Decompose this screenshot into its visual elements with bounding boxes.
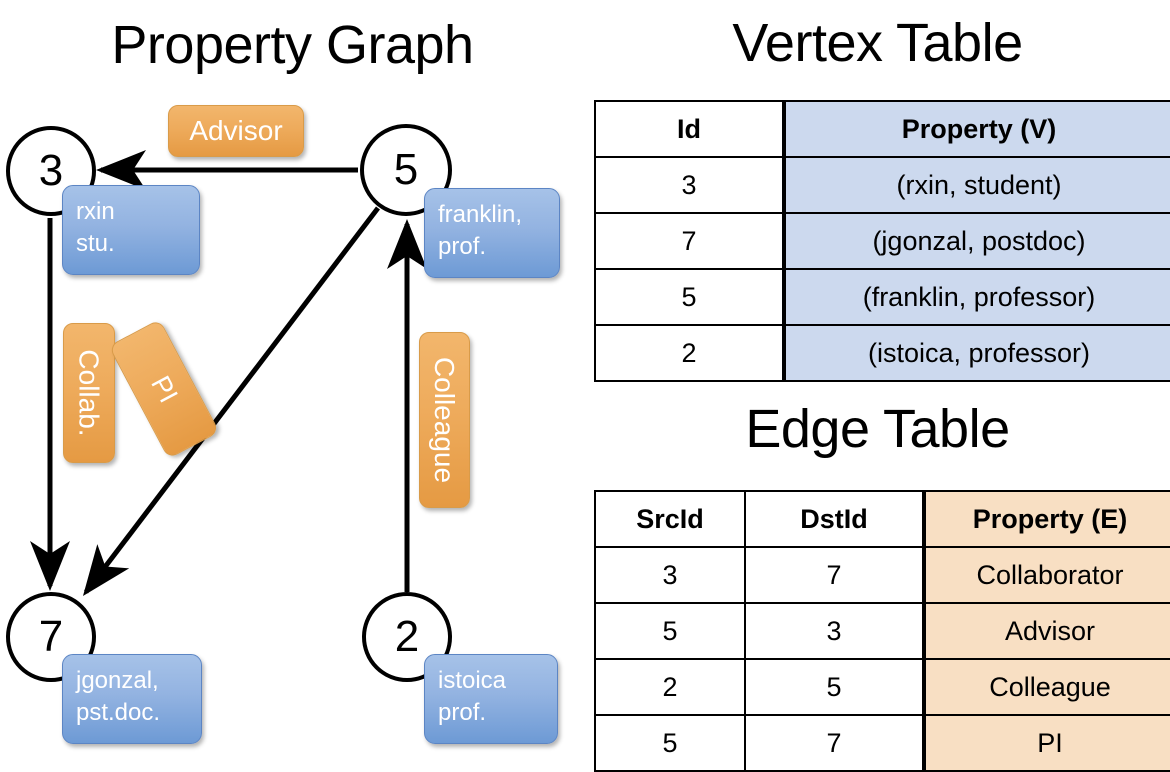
section-title-vertex-table: Vertex Table	[732, 13, 1023, 73]
table-row[interactable]: 2 5 Colleague	[594, 658, 1170, 716]
table-row[interactable]: 3 (rxin, student)	[594, 156, 1170, 214]
vertex-property-rxin-line2: stu.	[76, 229, 115, 257]
vertex-table-header-property: Property (V)	[782, 100, 1170, 158]
edge-cell-property: Collaborator	[922, 546, 1170, 604]
graph-node-5[interactable]: 5	[360, 124, 452, 216]
vertex-cell-id: 5	[594, 268, 785, 326]
edge-label-box-collaborator[interactable]: Collab.	[63, 323, 115, 463]
vertex-cell-property: (istoica, professor)	[782, 324, 1170, 382]
graph-node-3-label: 3	[38, 146, 64, 195]
edge-cell-property: Advisor	[922, 602, 1170, 660]
edge-cell-srcid: 2	[594, 658, 746, 716]
edge-table-header-dstid: DstId	[744, 490, 925, 548]
vertex-property-istoica-line2: prof.	[438, 698, 487, 726]
graph-node-7-label: 7	[38, 612, 64, 661]
table-row[interactable]: 2 (istoica, professor)	[594, 324, 1170, 382]
edge-table-header-property: Property (E)	[922, 490, 1170, 548]
edge-label-colleague-text: Colleague	[429, 356, 461, 484]
vertex-table-header-row: Id Property (V)	[594, 100, 1170, 158]
vertex-property-box-jgonzal[interactable]: jgonzal, pst.doc.	[62, 654, 202, 744]
table-row[interactable]: 7 (jgonzal, postdoc)	[594, 212, 1170, 270]
property-graph-diagram: 3 5 7 2 rxin stu. franklin, prof. jgonza…	[0, 0, 585, 760]
vertex-property-rxin-line1: rxin	[76, 198, 115, 225]
vertex-property-jgonzal-line2: pst.doc.	[76, 698, 161, 726]
vertex-cell-id: 3	[594, 156, 785, 214]
edge-cell-srcid: 3	[594, 546, 746, 604]
vertex-property-box-franklin[interactable]: franklin, prof.	[424, 188, 560, 278]
edge-label-box-colleague[interactable]: Colleague	[419, 332, 470, 508]
vertex-table-header-id: Id	[594, 100, 785, 158]
edge-label-pi-text: PI	[145, 370, 184, 408]
edge-cell-dstid: 7	[744, 714, 925, 772]
graph-node-2[interactable]: 2	[362, 592, 452, 682]
edge-cell-dstid: 5	[744, 658, 925, 716]
edge-table: SrcId DstId Property (E) 3 7 Collaborato…	[594, 490, 1170, 772]
edge-cell-srcid: 5	[594, 602, 746, 660]
vertex-property-istoica-line1: istoica	[438, 667, 507, 694]
edge-cell-property: Colleague	[922, 658, 1170, 716]
edge-pi-5-to-7	[82, 206, 380, 596]
vertex-cell-property: (rxin, student)	[782, 156, 1170, 214]
table-row[interactable]: 5 7 PI	[594, 714, 1170, 772]
edge-cell-srcid: 5	[594, 714, 746, 772]
vertex-cell-id: 7	[594, 212, 785, 270]
vertex-property-franklin-line2: prof.	[438, 232, 487, 260]
vertex-property-franklin-line1: franklin,	[438, 201, 523, 228]
edge-cell-dstid: 7	[744, 546, 925, 604]
vertex-property-jgonzal-line1: jgonzal,	[76, 667, 159, 694]
edge-cell-property: PI	[922, 714, 1170, 772]
table-row[interactable]: 3 7 Collaborator	[594, 546, 1170, 604]
edge-table-header-srcid: SrcId	[594, 490, 746, 548]
table-row[interactable]: 5 3 Advisor	[594, 602, 1170, 660]
graph-node-5-label: 5	[393, 145, 419, 194]
edge-cell-dstid: 3	[744, 602, 925, 660]
page-title-property-graph: Property Graph	[111, 15, 474, 75]
edge-label-advisor-text: Advisor	[189, 115, 283, 146]
graph-node-2-label: 2	[394, 612, 420, 661]
vertex-table: Id Property (V) 3 (rxin, student) 7 (jgo…	[594, 100, 1170, 382]
section-title-edge-table: Edge Table	[745, 399, 1010, 459]
edge-table-header-row: SrcId DstId Property (E)	[594, 490, 1170, 548]
vertex-cell-property: (jgonzal, postdoc)	[782, 212, 1170, 270]
vertex-property-box-istoica[interactable]: istoica prof.	[424, 654, 558, 744]
vertex-cell-id: 2	[594, 324, 785, 382]
graph-edges-svg	[30, 150, 427, 596]
table-row[interactable]: 5 (franklin, professor)	[594, 268, 1170, 326]
edge-label-collaborator-text: Collab.	[74, 349, 106, 437]
edge-label-box-advisor[interactable]: Advisor	[168, 105, 304, 157]
vertex-property-box-rxin[interactable]: rxin stu.	[62, 185, 200, 275]
vertex-cell-property: (franklin, professor)	[782, 268, 1170, 326]
